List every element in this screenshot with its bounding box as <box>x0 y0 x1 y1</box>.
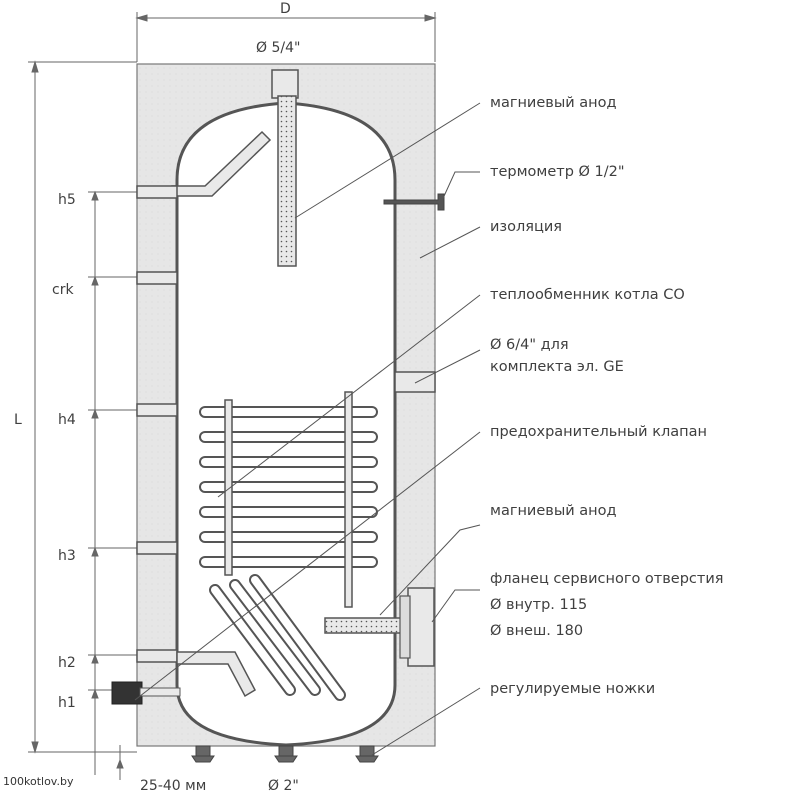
top-pipe-label: Ø 5/4" <box>256 40 301 56</box>
h1-label: h1 <box>58 695 76 711</box>
h3-label: h3 <box>58 548 76 564</box>
callout-ge-line1: Ø 6/4" для <box>490 337 569 353</box>
foot-gap-label: 25-40 мм <box>140 778 207 794</box>
watermark: 100kotlov.by <box>3 775 74 788</box>
callout-anode-top: магниевый анод <box>490 95 617 111</box>
side-connections <box>136 185 436 663</box>
bottom-anode <box>324 617 411 634</box>
callout-flange-line2: Ø внутр. 115 <box>490 597 588 613</box>
adjustable-feet <box>191 745 379 763</box>
callout-flange-line3: Ø внеш. 180 <box>490 623 584 639</box>
top-anode <box>277 95 297 267</box>
safety-valve <box>111 681 143 705</box>
service-flange <box>407 587 435 667</box>
leader-lines <box>134 102 481 756</box>
callout-anode-bottom: магниевый анод <box>490 503 617 519</box>
bottom-pipe-label: Ø 2" <box>268 778 299 794</box>
width-label: D <box>280 1 291 17</box>
lower-pipe <box>176 651 256 698</box>
h5-label: h5 <box>58 192 76 208</box>
callout-insulation: изоляция <box>490 219 563 235</box>
callout-thermometer: термометр Ø 1/2" <box>490 164 625 180</box>
crk-label: crk <box>52 282 74 298</box>
callout-ge-line2: комплекта эл. GE <box>490 359 624 375</box>
callout-heat-exchanger: теплообменник котла CO <box>490 287 685 303</box>
callout-feet: регулируемые ножки <box>490 681 656 697</box>
h2-label: h2 <box>58 655 76 671</box>
flange-ring <box>399 595 411 659</box>
thermometer-sleeve <box>383 193 445 211</box>
heat-exchanger-coil <box>199 391 378 701</box>
dimension-lines <box>28 12 437 780</box>
callout-safety-valve: предохранительный клапан <box>490 424 707 440</box>
callout-flange-line1: фланец сервисного отверстия <box>490 571 724 587</box>
top-pipe <box>271 69 299 99</box>
height-label: L <box>14 412 22 428</box>
h4-label: h4 <box>58 412 76 428</box>
